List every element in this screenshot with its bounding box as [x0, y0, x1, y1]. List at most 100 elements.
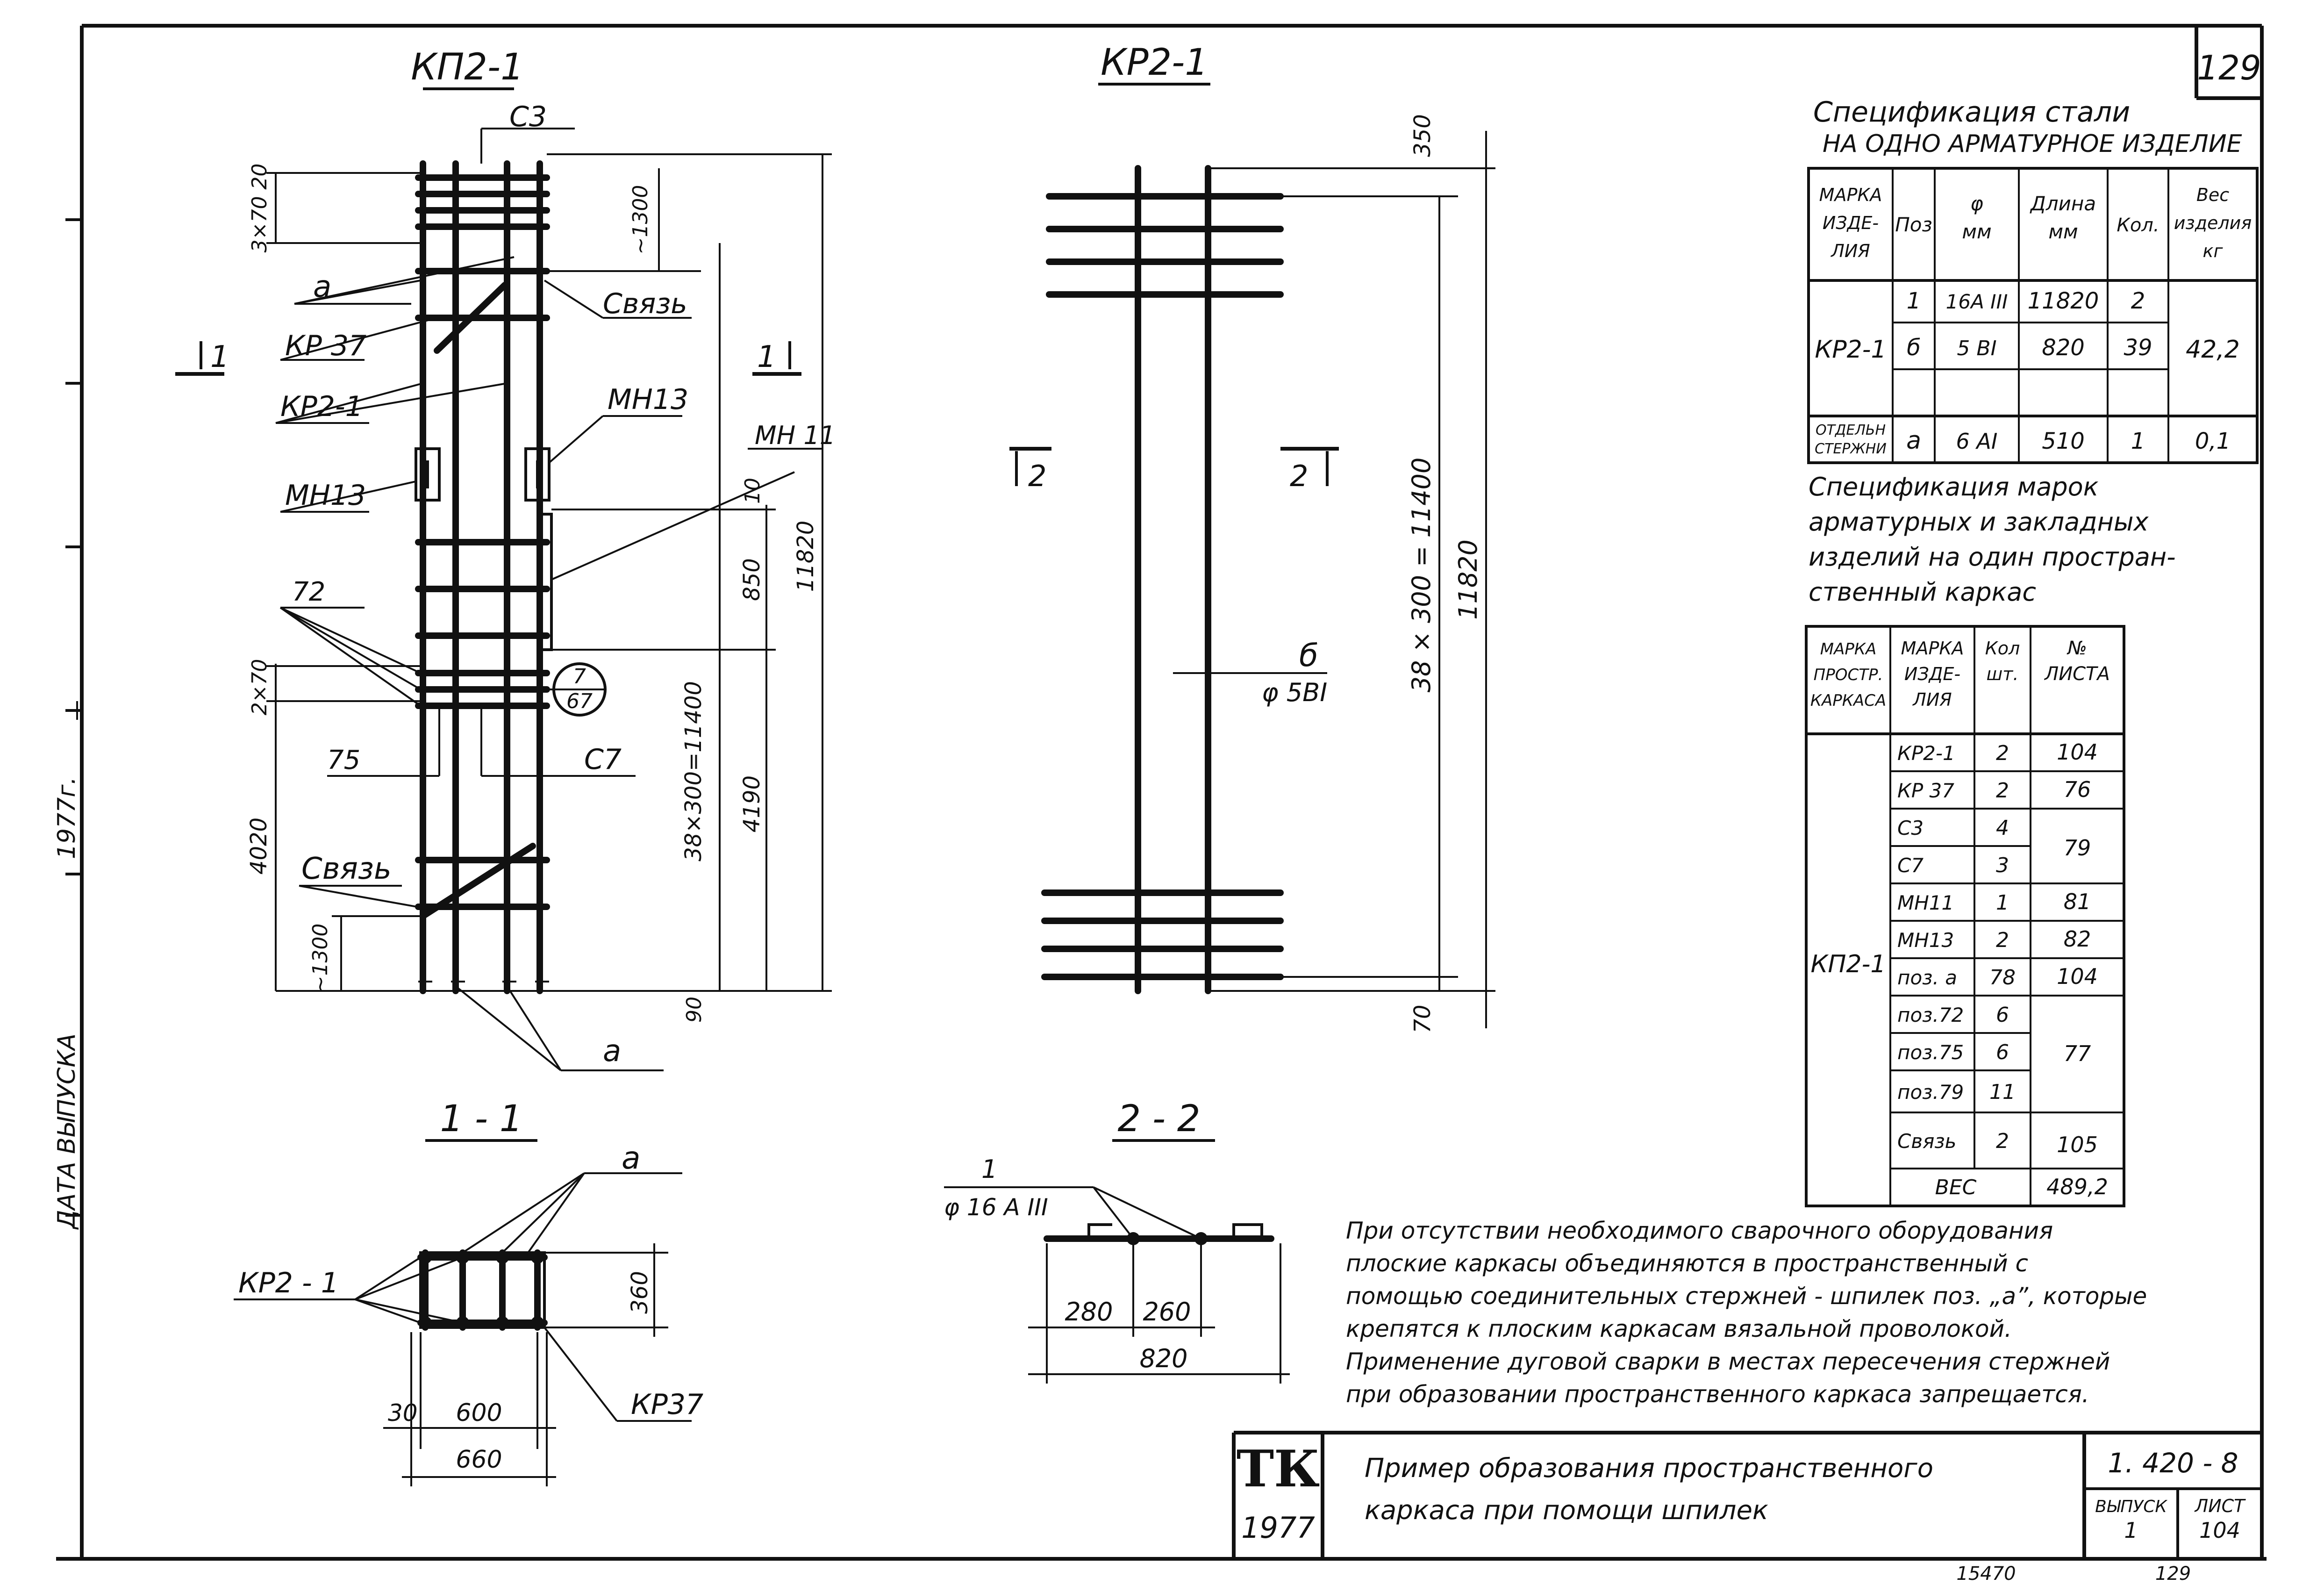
marks-sheet-105: 105: [2057, 1132, 2098, 1157]
kr-dim-38x300: 38 × 300 = 11400: [1407, 458, 1436, 693]
marks-row-qty: 2: [1996, 1129, 2009, 1153]
label-c3: С3: [509, 100, 547, 133]
marks-title-1: Спецификация марок: [1809, 472, 2099, 502]
dim-11820: 11820: [793, 521, 819, 592]
steel-r2-pos: б: [1907, 335, 1921, 361]
steel-r1-length: 11820: [2028, 288, 2099, 314]
marks-row-qty: 78: [1989, 966, 2016, 990]
dim-850: 850: [739, 558, 765, 601]
label-a-bottom: а: [603, 1034, 621, 1069]
sec22-dim-280: 280: [1065, 1297, 1113, 1327]
kr-dim-11820: 11820: [1453, 539, 1483, 620]
sec11-label-a: а: [622, 1140, 640, 1176]
side-stamp-year: 1977г.: [53, 777, 81, 859]
label-svyaz-top: Связь: [603, 287, 687, 320]
marks-row-item: поз.75: [1897, 1041, 1964, 1064]
steel-weight: 42,2: [2186, 336, 2240, 364]
marks-row-item: поз.79: [1897, 1081, 1964, 1104]
marks-sheet-76: 76: [2064, 777, 2091, 802]
label-mh13-right: МН13: [608, 383, 688, 416]
marks-title-4: ственный каркас: [1809, 577, 2036, 607]
sec22-dim-820: 820: [1139, 1344, 1187, 1373]
issue-label: ВЫПУСК: [2095, 1497, 2167, 1516]
note-line-6: при образовании пространственного каркас…: [1346, 1381, 2089, 1408]
marks-sheet-82: 82: [2064, 926, 2091, 952]
sec22-pos1: 1: [981, 1155, 997, 1184]
marks-row-item: КР2-1: [1897, 742, 1955, 765]
kr-pos-b: б: [1299, 638, 1318, 674]
marks-title-2: арматурных и закладных: [1809, 507, 2149, 537]
marks-frame-mark: КП2-1: [1811, 950, 1886, 978]
doc-code: 1. 420 - 8: [2108, 1447, 2238, 1479]
marks-row-item: Связь: [1897, 1130, 1956, 1153]
section-1-left: 1: [210, 340, 229, 374]
steel-sep-weight: 0,1: [2195, 428, 2231, 454]
marks-row-qty: 2: [1996, 741, 2009, 765]
marks-sheet-81: 81: [2064, 889, 2091, 914]
sheet-label: ЛИСТ: [2194, 1496, 2246, 1516]
kr-section-2-right: 2: [1290, 459, 1308, 493]
kr-section-2-left: 2: [1028, 459, 1046, 493]
kr-dim-70: 70: [1409, 1004, 1436, 1033]
view-kp-title: КП2-1: [411, 46, 523, 88]
section-1-right: 1: [757, 340, 776, 374]
side-stamp-release: ДАТА ВЫПУСКА: [53, 1033, 81, 1230]
view-kr-title: КР2-1: [1101, 42, 1208, 84]
steel-spec-subtitle: НА ОДНО АРМАТУРНОЕ ИЗДЕЛИЕ: [1823, 130, 2242, 158]
view-kp2-1: КП2-1: [175, 46, 836, 1071]
footer-page: 129: [2155, 1563, 2191, 1585]
dim-4020: 4020: [246, 818, 272, 875]
footer-inventory: 15470: [1956, 1563, 2016, 1585]
marks-row-qty: 3: [1996, 853, 2009, 877]
steel-sep-pos: а: [1906, 427, 1921, 455]
sec22-phi: φ 16 A III: [944, 1194, 1048, 1221]
tk-logo: ТК: [1237, 1440, 1320, 1499]
marks-row-qty: 2: [1996, 928, 2009, 952]
label-c7: С7: [584, 743, 622, 776]
sec11-dim-360: 360: [627, 1271, 653, 1314]
marks-row-item: С3: [1897, 817, 1924, 839]
sheet-number: 129: [2197, 48, 2261, 87]
label-72: 72: [292, 577, 325, 607]
dim-90: 90: [682, 997, 706, 1023]
steel-head-qty: Кол.: [2117, 215, 2159, 236]
title-line-2: каркаса при помощи шпилек: [1365, 1495, 1768, 1526]
steel-r1-qty: 2: [2131, 288, 2145, 314]
sec11-dim-660: 660: [456, 1446, 502, 1474]
view-kr2-1: КР2-1 350 38 × 300 = 11400 11820 70 б φ …: [1009, 42, 1495, 1033]
marks-row-qty: 6: [1996, 1040, 2009, 1064]
marks-title-3: изделий на один простран-: [1809, 542, 2176, 572]
section-2-2: 2 - 2 1 φ 16 A III 280 260 820: [944, 1098, 1290, 1384]
steel-sep-qty: 1: [2131, 428, 2145, 454]
side-stamp: 1977г. ДАТА ВЫПУСКА: [53, 701, 81, 1230]
marks-total: 489,2: [2046, 1174, 2108, 1199]
note-line-2: плоские каркасы объединяются в пространс…: [1346, 1250, 2028, 1277]
sec11-label-kr37: КР37: [631, 1388, 703, 1421]
callout-top: 7: [573, 665, 586, 689]
tk-year: 1977: [1241, 1511, 1315, 1545]
dim-4190: 4190: [739, 775, 765, 832]
marks-spec: Спецификация марок арматурных и закладны…: [1805, 472, 2176, 1207]
marks-total-label: ВЕС: [1935, 1176, 1977, 1199]
dim-2x70: 2×70: [248, 659, 272, 716]
steel-spec: Спецификация стали НА ОДНО АРМАТУРНОЕ ИЗ…: [1807, 96, 2259, 464]
marks-row-qty: 4: [1996, 816, 2009, 840]
section-11-title: 1 - 1: [440, 1098, 523, 1140]
note-line-5: Применение дуговой сварки в местах перес…: [1346, 1348, 2110, 1375]
marks-row-item: С7: [1897, 854, 1924, 877]
note-line-1: При отсутствии необходимого сварочного о…: [1346, 1217, 2053, 1244]
sheet-number-box: 129: [2195, 26, 2262, 100]
label-kp37: КР 37: [285, 330, 366, 362]
note: При отсутствии необходимого сварочного о…: [1346, 1217, 2147, 1408]
kr-dim-350: 350: [1409, 114, 1436, 157]
sec11-dim-30: 30: [388, 1399, 418, 1427]
marks-row-qty: 6: [1996, 1003, 2009, 1027]
